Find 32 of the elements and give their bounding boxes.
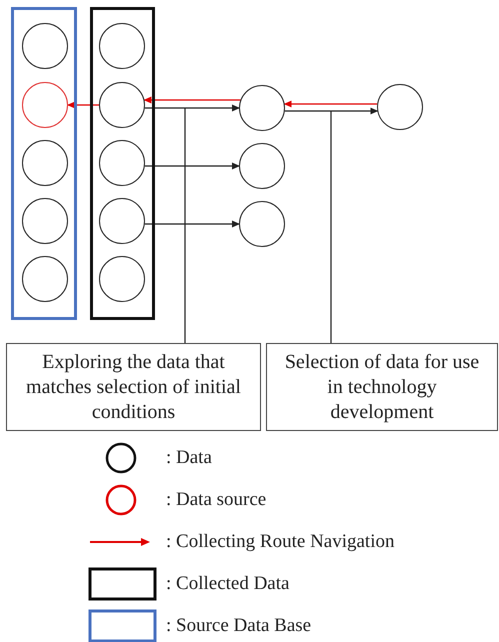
data-circle [22, 198, 68, 244]
leader-line [184, 108, 186, 343]
data-circle [377, 84, 423, 130]
group-frame [90, 7, 155, 320]
arrow [284, 100, 378, 108]
legend-label: : Data source [166, 488, 266, 512]
arrow [143, 96, 240, 104]
box-text: Selection of data for use in technology development [284, 350, 480, 424]
legend-label: : Source Data Base [166, 614, 312, 638]
arrow [144, 104, 240, 112]
data-circle [99, 198, 145, 244]
data-circle [239, 85, 285, 131]
data-circle [99, 82, 145, 128]
data-circle [22, 140, 68, 186]
legend-label: : Collecting Route Navigation [166, 530, 394, 554]
data-circle [99, 23, 145, 69]
legend-label: : Data [166, 446, 212, 470]
leader-line [330, 111, 332, 343]
data-circle [239, 201, 285, 247]
arrow [144, 220, 240, 228]
box-text: Exploring the data that matches selection of initial conditions [25, 350, 242, 424]
data-circle [22, 256, 68, 302]
data-circle [22, 23, 68, 69]
group-frame [11, 7, 77, 320]
data-circle [99, 256, 145, 302]
legend-label: : Collected Data [166, 572, 290, 596]
arrow [67, 102, 99, 108]
arrow [144, 162, 240, 170]
data-circle [99, 140, 145, 186]
data-circle [239, 143, 285, 189]
arrow [284, 108, 378, 114]
data-circle [22, 82, 68, 128]
